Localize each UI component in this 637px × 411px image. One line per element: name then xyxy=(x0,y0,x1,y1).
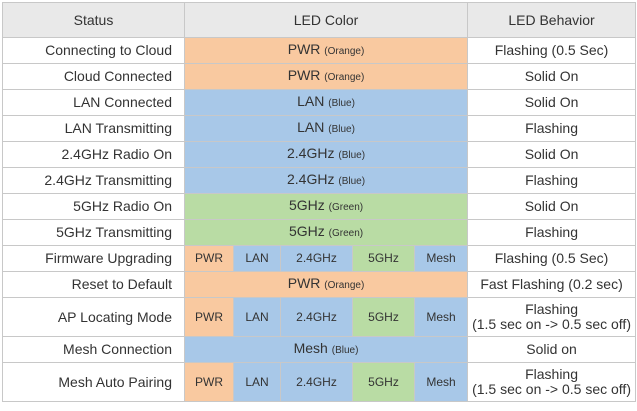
status-cell: 5GHz Transmitting xyxy=(2,219,185,246)
status-cell: Mesh Auto Pairing xyxy=(2,362,185,402)
status-cell: LAN Transmitting xyxy=(2,115,185,142)
led-24ghz-cell: 2.4GHz xyxy=(280,362,353,402)
table-row: Mesh Connection Mesh (Blue) Solid on xyxy=(2,336,637,363)
led-behavior-cell: Flashing xyxy=(467,219,637,246)
led-name: PWR xyxy=(287,67,321,83)
status-cell: 2.4GHz Radio On xyxy=(2,141,185,168)
led-behavior-cell: Solid on xyxy=(467,336,637,363)
led-table: Status LED Color LED Behavior Connecting… xyxy=(2,2,637,402)
behavior-note: (0.5 Sec) xyxy=(551,42,609,58)
led-mesh-cell: Mesh xyxy=(413,297,469,337)
led-behavior-cell: Flashing xyxy=(467,115,637,142)
behavior-text: Flashing xyxy=(494,250,548,266)
header-status: Status xyxy=(2,2,185,38)
table-row: AP Locating Mode PWR LAN 2.4GHz 5GHz Mes… xyxy=(2,297,637,337)
header-led-behavior: LED Behavior xyxy=(467,2,637,38)
led-name: 5GHz xyxy=(288,197,325,213)
table-row: Mesh Auto Pairing PWR LAN 2.4GHz 5GHz Me… xyxy=(2,362,637,402)
led-24ghz-cell: 2.4GHz xyxy=(280,297,353,337)
header-led-color: LED Color xyxy=(183,2,469,38)
table-row: 2.4GHz Transmitting 2.4GHz (Blue) Flashi… xyxy=(2,167,637,194)
led-color-cell: Mesh (Blue) xyxy=(183,336,469,363)
led-note: (Orange) xyxy=(324,280,365,291)
status-cell: Cloud Connected xyxy=(2,63,185,90)
status-cell: 5GHz Radio On xyxy=(2,193,185,220)
led-note: (Blue) xyxy=(338,150,366,161)
led-name: PWR xyxy=(287,41,321,57)
table-row: Reset to Default PWR (Orange) Fast Flash… xyxy=(2,271,637,298)
status-cell: Mesh Connection xyxy=(2,336,185,363)
led-color-cell: PWR (Orange) xyxy=(183,37,469,64)
led-pwr-cell: PWR xyxy=(184,297,234,337)
led-note: (Blue) xyxy=(331,345,359,356)
status-cell: Reset to Default xyxy=(2,271,185,298)
led-note: (Green) xyxy=(328,202,364,213)
behavior-note: (1.5 sec on -> 0.5 sec off) xyxy=(472,316,631,332)
led-color-cell: LAN (Blue) xyxy=(183,115,469,142)
led-note: (Green) xyxy=(328,228,364,239)
table-row: LAN Connected LAN (Blue) Solid On xyxy=(2,89,637,116)
led-color-cell: 5GHz (Green) xyxy=(183,193,469,220)
status-cell: AP Locating Mode xyxy=(2,297,185,337)
led-mesh-cell: Mesh xyxy=(413,245,469,272)
led-name: LAN xyxy=(297,93,325,109)
led-color-cell: PWR (Orange) xyxy=(183,63,469,90)
led-name: PWR xyxy=(287,275,321,291)
status-cell: Connecting to Cloud xyxy=(2,37,185,64)
led-note: (Orange) xyxy=(324,72,365,83)
led-note: (Blue) xyxy=(328,124,355,135)
led-behavior-cell: Solid On xyxy=(467,141,637,168)
led-name: LAN xyxy=(297,119,325,135)
led-behavior-cell: Flashing(1.5 sec on -> 0.5 sec off) xyxy=(467,297,637,337)
led-pwr-cell: PWR xyxy=(184,245,234,272)
table-row: 5GHz Radio On 5GHz (Green) Solid On xyxy=(2,193,637,220)
header-row: Status LED Color LED Behavior xyxy=(2,2,637,38)
led-note: (Blue) xyxy=(338,176,366,187)
led-lan-cell: LAN xyxy=(233,245,281,272)
behavior-text: Flashing xyxy=(494,42,548,58)
led-color-cell: 2.4GHz (Blue) xyxy=(183,167,469,194)
status-cell: LAN Connected xyxy=(2,89,185,116)
led-mesh-cell: Mesh xyxy=(413,362,469,402)
table-row: Connecting to Cloud PWR (Orange) Flashin… xyxy=(2,37,637,64)
led-color-cell: 5GHz (Green) xyxy=(183,219,469,246)
table-row: 2.4GHz Radio On 2.4GHz (Blue) Solid On xyxy=(2,141,637,168)
led-5ghz-cell: 5GHz xyxy=(352,297,415,337)
led-behavior-cell: Solid On xyxy=(467,89,637,116)
led-behavior-cell: Fast Flashing (0.2 sec) xyxy=(467,271,637,298)
behavior-note: (0.2 sec) xyxy=(568,276,623,292)
led-24ghz-cell: 2.4GHz xyxy=(280,245,353,272)
table-row: Firmware Upgrading PWR LAN 2.4GHz 5GHz M… xyxy=(2,245,637,272)
behavior-note: (0.5 Sec) xyxy=(551,250,609,266)
led-behavior-cell: Solid On xyxy=(467,193,637,220)
led-name: 2.4GHz xyxy=(287,171,335,187)
led-behavior-cell: Flashing (0.5 Sec) xyxy=(467,37,637,64)
behavior-note: (1.5 sec on -> 0.5 sec off) xyxy=(472,381,631,397)
status-cell: 2.4GHz Transmitting xyxy=(2,167,185,194)
status-cell: Firmware Upgrading xyxy=(2,245,185,272)
behavior-text: Fast Flashing xyxy=(480,276,565,292)
led-name: Mesh xyxy=(293,340,328,356)
behavior-text: Flashing xyxy=(525,366,578,382)
led-5ghz-cell: 5GHz xyxy=(352,245,415,272)
led-color-cell: LAN (Blue) xyxy=(183,89,469,116)
table-row: 5GHz Transmitting 5GHz (Green) Flashing xyxy=(2,219,637,246)
table-row: Cloud Connected PWR (Orange) Solid On xyxy=(2,63,637,90)
led-behavior-cell: Solid On xyxy=(467,63,637,90)
led-pwr-cell: PWR xyxy=(184,362,234,402)
led-lan-cell: LAN xyxy=(233,362,281,402)
led-5ghz-cell: 5GHz xyxy=(352,362,415,402)
led-note: (Blue) xyxy=(328,98,355,109)
led-name: 2.4GHz xyxy=(287,145,335,161)
led-name: 5GHz xyxy=(288,223,325,239)
table-row: LAN Transmitting LAN (Blue) Flashing xyxy=(2,115,637,142)
led-color-cell: 2.4GHz (Blue) xyxy=(183,141,469,168)
behavior-text: Flashing xyxy=(525,301,578,317)
led-lan-cell: LAN xyxy=(233,297,281,337)
led-color-cell: PWR (Orange) xyxy=(183,271,469,298)
led-behavior-cell: Flashing (0.5 Sec) xyxy=(467,245,637,272)
led-behavior-cell: Flashing xyxy=(467,167,637,194)
led-behavior-cell: Flashing(1.5 sec on -> 0.5 sec off) xyxy=(467,362,637,402)
led-note: (Orange) xyxy=(324,46,365,57)
